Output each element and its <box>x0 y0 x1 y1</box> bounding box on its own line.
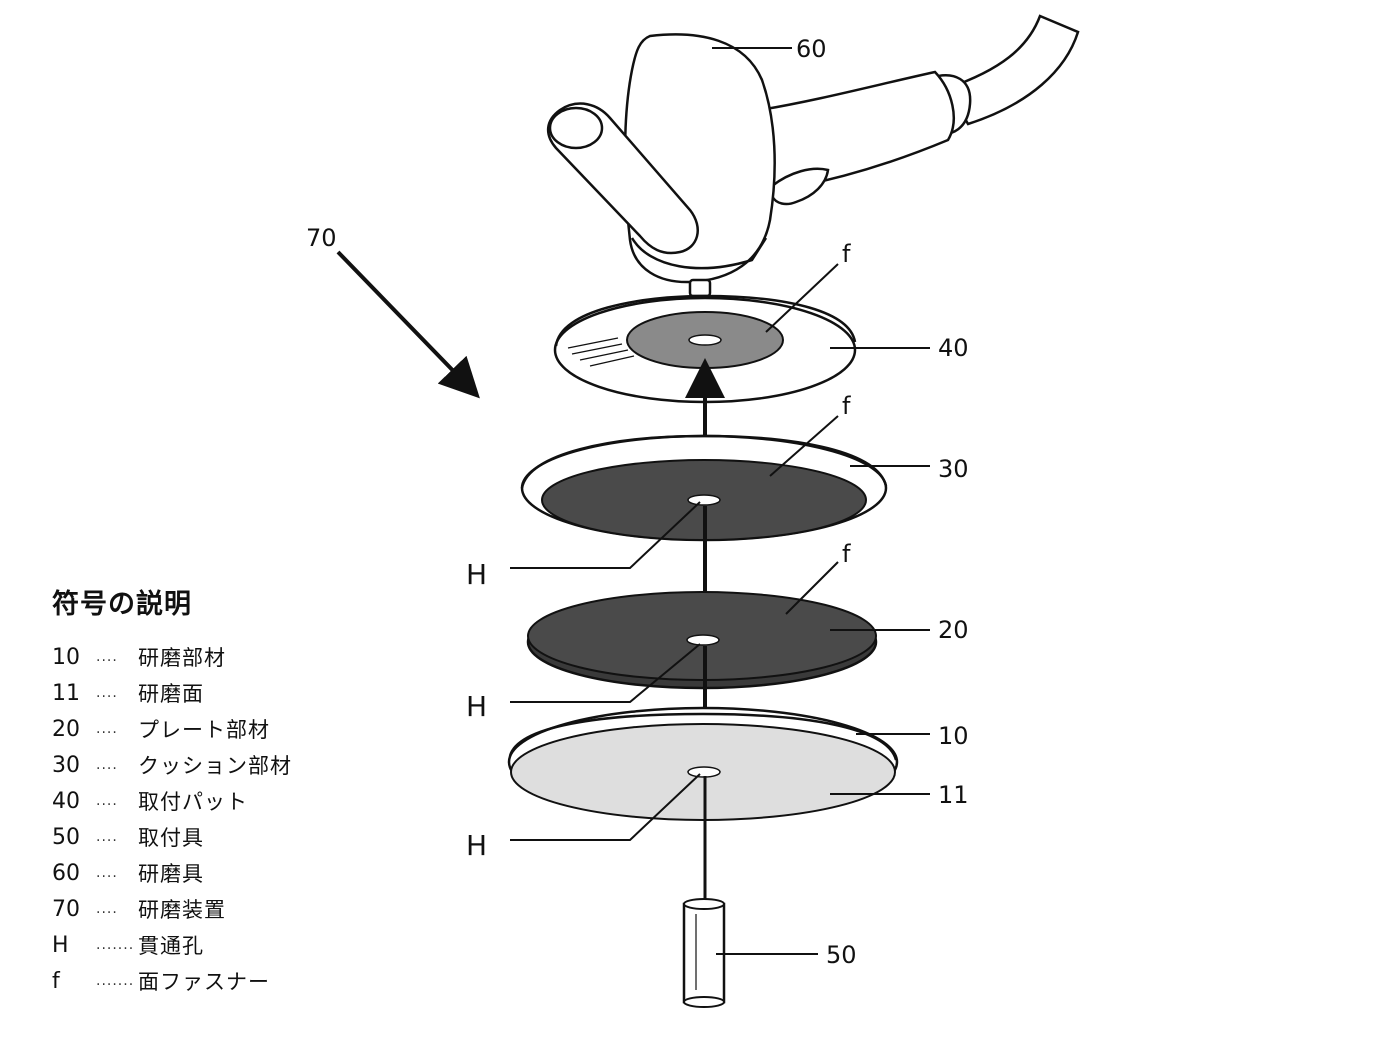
mounting-pad <box>553 294 857 404</box>
leader-h-cushion <box>510 501 701 569</box>
legend-text: 取付パット <box>138 790 248 814</box>
leader-f-cushion <box>769 415 839 477</box>
leader-f-plate <box>785 561 839 615</box>
leader-f-pad <box>765 263 839 333</box>
legend-text: 貫通孔 <box>138 934 204 958</box>
cushion-member <box>520 434 888 542</box>
spindle <box>688 278 712 298</box>
label-70: 70 <box>306 224 337 252</box>
tool-handle <box>758 70 955 202</box>
label-20: 20 <box>938 616 969 644</box>
legend-dots: ....... <box>96 937 135 953</box>
plate-member <box>526 591 878 690</box>
legend-text: 取付具 <box>138 826 204 850</box>
legend-dots: .... <box>96 793 118 809</box>
legend-code: 10 <box>52 644 80 670</box>
label-h-cushion: H <box>466 558 487 591</box>
legend-code: f <box>52 968 60 994</box>
polishing-tool <box>547 14 1080 298</box>
legend-code: 30 <box>52 752 80 778</box>
legend-rows: 10 .... 研磨部材 11 .... 研磨面 20 .... プレート部材 … <box>52 639 372 999</box>
label-f-cushion: f <box>842 392 851 420</box>
side-grip-end <box>548 106 604 150</box>
trigger-switch <box>770 167 830 206</box>
legend-row: 70 .... 研磨装置 <box>52 891 372 927</box>
legend-row: 40 .... 取付パット <box>52 783 372 819</box>
legend-dots: .... <box>96 721 118 737</box>
label-30: 30 <box>938 455 969 483</box>
legend-row: 10 .... 研磨部材 <box>52 639 372 675</box>
legend-dots: .... <box>96 829 118 845</box>
leader-h-plate <box>510 643 701 703</box>
legend: 符号の説明 10 .... 研磨部材 11 .... 研磨面 20 .... プ… <box>52 582 372 999</box>
legend-title: 符号の説明 <box>52 589 192 620</box>
legend-code: 60 <box>52 860 80 886</box>
legend-code: 40 <box>52 788 80 814</box>
legend-dots: .... <box>96 865 118 881</box>
device-arrow <box>336 250 480 399</box>
legend-code: H <box>52 932 69 958</box>
legend-dots: ....... <box>96 973 135 989</box>
legend-row: H ....... 貫通孔 <box>52 927 372 963</box>
label-50: 50 <box>826 941 857 969</box>
tool-gear-head <box>630 237 768 270</box>
legend-code: 11 <box>52 680 80 706</box>
member-hole <box>687 766 721 778</box>
legend-code: 50 <box>52 824 80 850</box>
label-10: 10 <box>938 722 969 750</box>
legend-row: 60 .... 研磨具 <box>52 855 372 891</box>
label-h-plate: H <box>466 690 487 723</box>
legend-code: 70 <box>52 896 80 922</box>
plate-hole <box>686 634 720 646</box>
label-f-plate: f <box>842 540 851 568</box>
label-40: 40 <box>938 334 969 362</box>
pad-hole <box>688 334 722 346</box>
legend-text: クッション部材 <box>138 754 292 778</box>
legend-text: 研磨具 <box>138 862 204 886</box>
legend-text: 面ファスナー <box>138 970 270 994</box>
power-cord <box>946 14 1080 126</box>
cushion-hole <box>687 494 721 506</box>
legend-row: f ....... 面ファスナー <box>52 963 372 999</box>
legend-row: 30 .... クッション部材 <box>52 747 372 783</box>
legend-dots: .... <box>96 901 118 917</box>
mounting-fitting <box>682 898 726 1008</box>
legend-dots: .... <box>96 685 118 701</box>
legend-code: 20 <box>52 716 80 742</box>
label-11: 11 <box>938 781 969 809</box>
label-h-member: H <box>466 829 487 862</box>
legend-dots: .... <box>96 649 118 665</box>
polishing-member <box>507 706 899 821</box>
legend-row: 20 .... プレート部材 <box>52 711 372 747</box>
legend-text: 研磨装置 <box>138 898 226 922</box>
legend-text: プレート部材 <box>138 718 270 742</box>
label-60: 60 <box>796 35 827 63</box>
legend-row: 50 .... 取付具 <box>52 819 372 855</box>
legend-row: 11 .... 研磨面 <box>52 675 372 711</box>
leader-h-member <box>510 773 701 841</box>
label-f-pad: f <box>842 240 851 268</box>
legend-text: 研磨部材 <box>138 646 226 670</box>
legend-dots: .... <box>96 757 118 773</box>
legend-text: 研磨面 <box>138 682 204 706</box>
